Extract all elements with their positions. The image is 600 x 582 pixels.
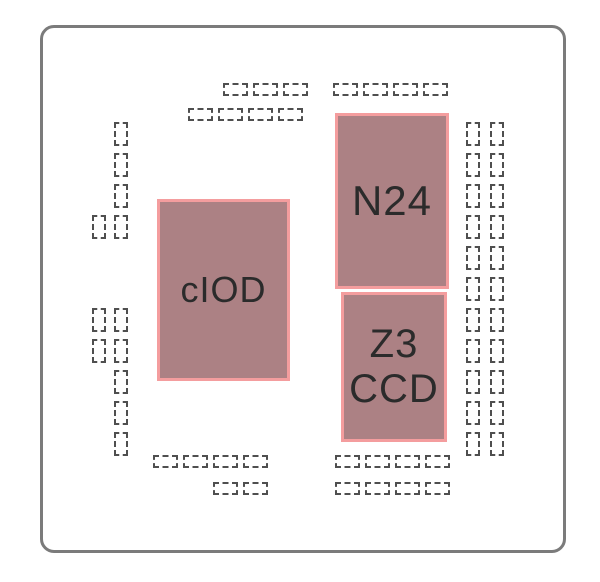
capacitor-left-singles-top (114, 122, 128, 146)
capacitor-bottom-row2-right (425, 482, 450, 495)
capacitor-bottom-row2-right (395, 482, 420, 495)
capacitor-bottom-row1-left (153, 455, 178, 468)
capacitor-right-grid (466, 122, 480, 146)
capacitor-left-singles-top (114, 184, 128, 208)
capacitor-top-row1-left (223, 83, 248, 96)
capacitor-right-grid (466, 401, 480, 425)
capacitor-top-row2-left (278, 108, 303, 121)
capacitor-left-pairs-b (114, 308, 128, 332)
die-ciod-label: cIOD (180, 268, 267, 310)
capacitor-bottom-row2-left (213, 482, 238, 495)
capacitor-left-pair-a (114, 215, 128, 239)
capacitor-right-grid (490, 401, 504, 425)
capacitor-left-pairs-b (114, 339, 128, 363)
die-n24-label: N24 (351, 177, 433, 225)
die-z3-ccd-label: Z3 CCD (349, 322, 439, 411)
capacitor-left-singles-bottom (114, 432, 128, 456)
capacitor-right-grid (490, 277, 504, 301)
capacitor-right-grid (466, 215, 480, 239)
capacitor-right-grid (490, 339, 504, 363)
cpu-package-substrate (40, 25, 566, 553)
capacitor-right-grid (466, 339, 480, 363)
capacitor-left-singles-bottom (114, 370, 128, 394)
capacitor-top-row1-right (363, 83, 388, 96)
capacitor-right-grid (490, 308, 504, 332)
capacitor-right-grid (466, 153, 480, 177)
capacitor-right-grid (490, 184, 504, 208)
capacitor-top-row2-left (218, 108, 243, 121)
capacitor-right-grid (466, 432, 480, 456)
capacitor-right-grid (490, 246, 504, 270)
capacitor-bottom-row1-right (395, 455, 420, 468)
capacitor-bottom-row1-left (183, 455, 208, 468)
die-ciod: cIOD (157, 199, 290, 381)
capacitor-top-row1-right (393, 83, 418, 96)
capacitor-bottom-row1-right (425, 455, 450, 468)
capacitor-right-grid (490, 215, 504, 239)
capacitor-right-grid (466, 246, 480, 270)
capacitor-bottom-row2-right (365, 482, 390, 495)
capacitor-left-pairs-b (92, 339, 106, 363)
capacitor-left-pair-a (92, 215, 106, 239)
capacitor-right-grid (466, 277, 480, 301)
capacitor-top-row2-left (248, 108, 273, 121)
capacitor-right-grid (490, 432, 504, 456)
capacitor-right-grid (466, 184, 480, 208)
capacitor-right-grid (466, 308, 480, 332)
die-n24: N24 (335, 113, 449, 289)
capacitor-right-grid (466, 370, 480, 394)
capacitor-top-row1-right (333, 83, 358, 96)
capacitor-right-grid (490, 370, 504, 394)
capacitor-bottom-row1-left (213, 455, 238, 468)
capacitor-bottom-row2-left (243, 482, 268, 495)
capacitor-left-singles-top (114, 153, 128, 177)
capacitor-top-row1-left (253, 83, 278, 96)
capacitor-left-pairs-b (92, 308, 106, 332)
capacitor-top-row2-left (188, 108, 213, 121)
capacitor-bottom-row1-right (335, 455, 360, 468)
capacitor-top-row1-right (423, 83, 448, 96)
capacitor-bottom-row1-left (243, 455, 268, 468)
capacitor-top-row1-left (283, 83, 308, 96)
capacitor-right-grid (490, 153, 504, 177)
capacitor-right-grid (490, 122, 504, 146)
die-z3-ccd: Z3 CCD (341, 292, 447, 442)
capacitor-left-singles-bottom (114, 401, 128, 425)
capacitor-bottom-row2-right (335, 482, 360, 495)
capacitor-bottom-row1-right (365, 455, 390, 468)
